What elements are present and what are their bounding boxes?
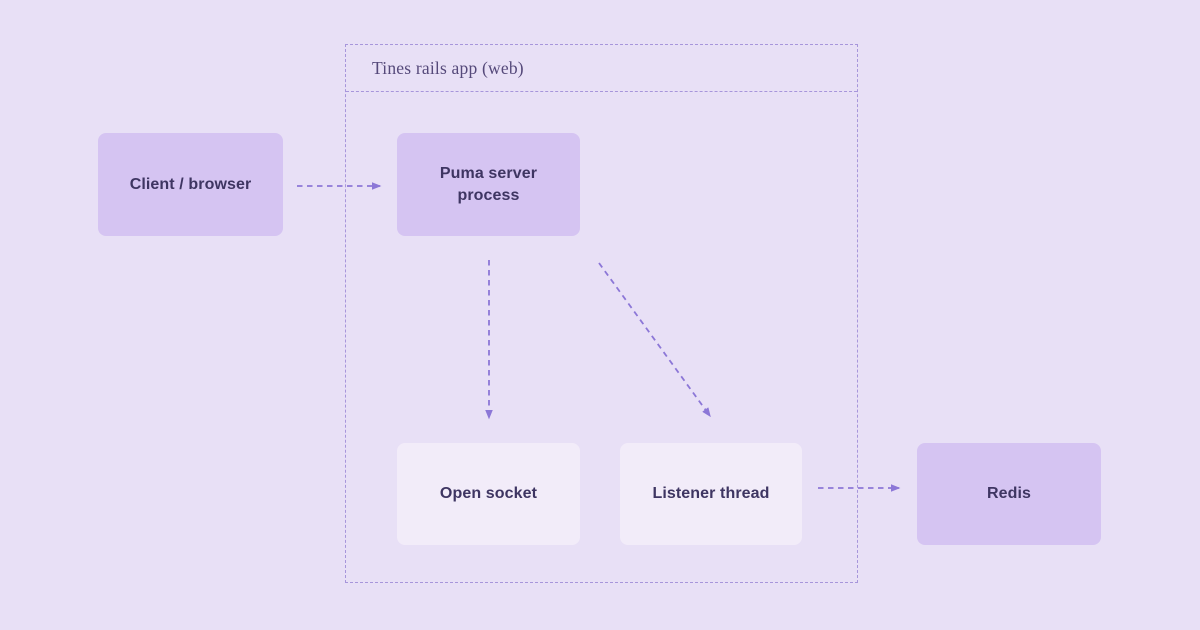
node-redis: Redis — [917, 443, 1101, 545]
node-redis-label: Redis — [986, 485, 1032, 503]
node-client-browser-label: Client / browser — [129, 175, 252, 193]
rails-app-group: Tines rails app (web) — [345, 44, 858, 583]
node-open-socket: Open socket — [397, 443, 580, 545]
node-open-socket-label: Open socket — [439, 485, 538, 503]
rails-app-group-header: Tines rails app (web) — [346, 45, 857, 92]
rails-app-group-title: Tines rails app (web) — [372, 57, 524, 78]
node-listener-thread: Listener thread — [620, 443, 802, 545]
node-puma-server-process: Puma server process — [397, 133, 580, 236]
node-listener-thread-label: Listener thread — [652, 485, 770, 503]
node-puma-server-process-label: Puma server process — [439, 164, 538, 204]
node-client-browser: Client / browser — [98, 133, 283, 236]
